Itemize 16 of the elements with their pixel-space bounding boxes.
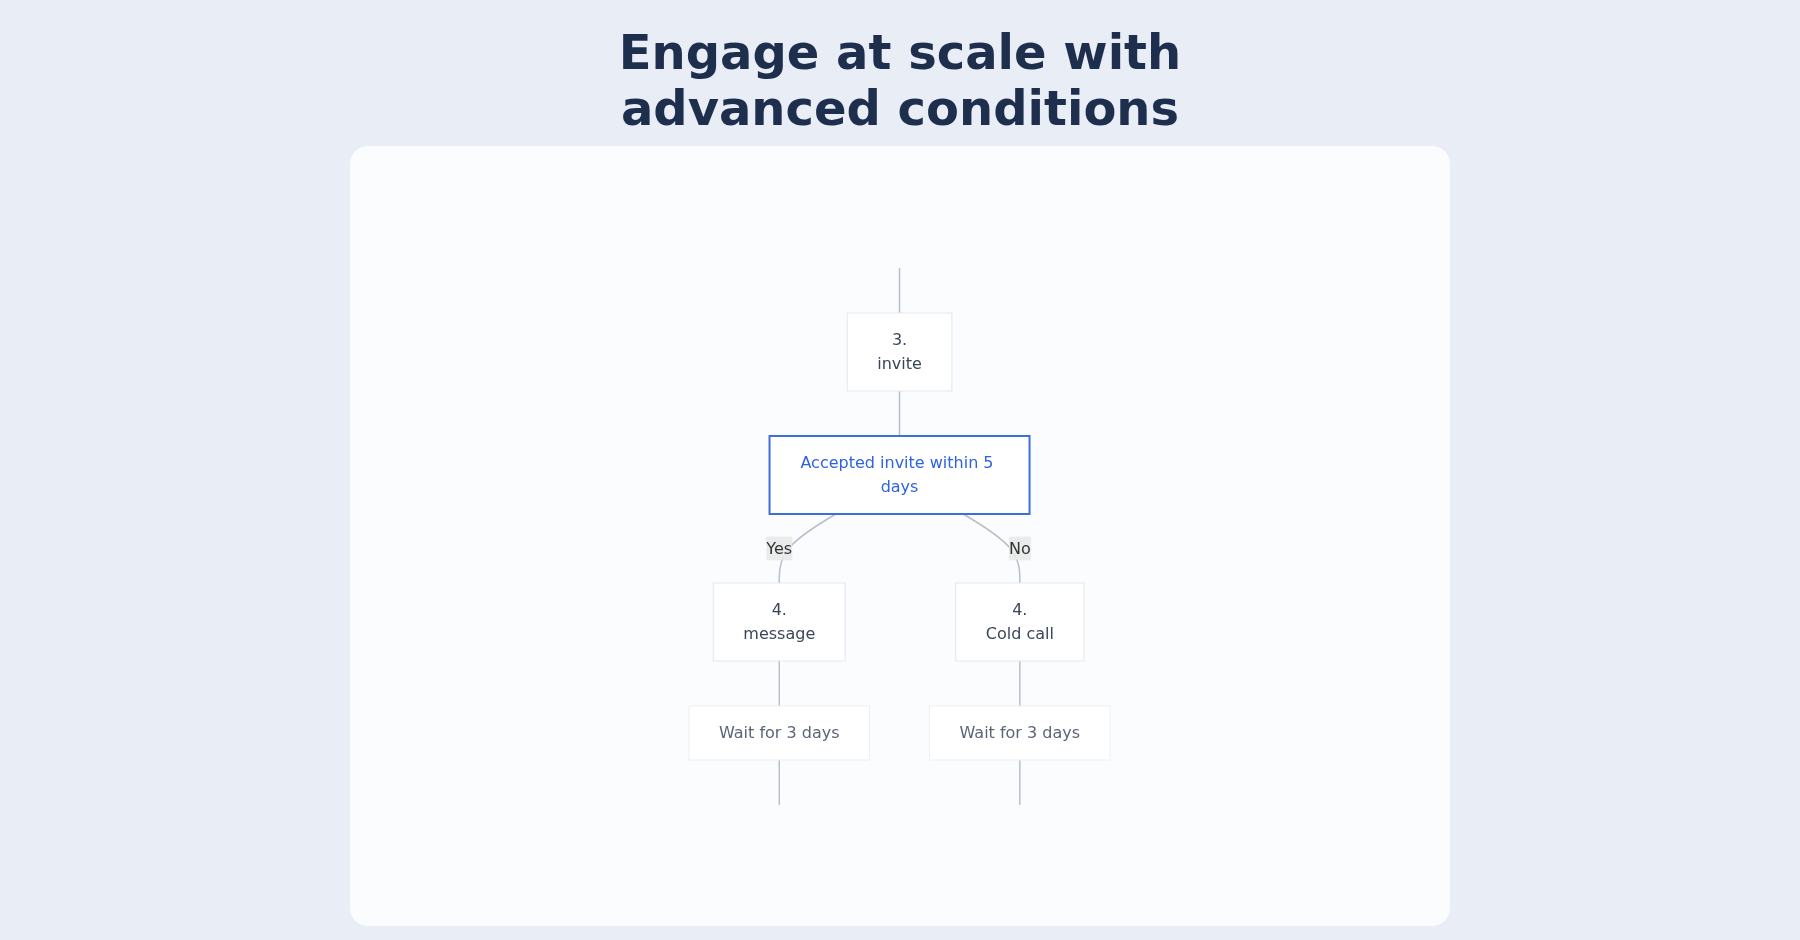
connector: [899, 266, 901, 314]
connector: [1019, 758, 1021, 806]
edge-label: Yes: [766, 538, 793, 557]
title: Engage at scale with advanced conditions: [617, 24, 1183, 136]
connector: [1019, 659, 1021, 707]
connector: [779, 758, 781, 806]
edge-label: No: [1009, 538, 1032, 557]
connector: [963, 512, 1021, 584]
node-box: Wait for 3 days: [929, 705, 1112, 760]
node-box: Wait for 3 days: [688, 705, 871, 760]
node-box: 4. message: [713, 582, 847, 661]
connector: [899, 389, 901, 437]
node-box: Accepted invite within 5 days: [769, 434, 1031, 515]
connector: [779, 659, 781, 707]
node-box: 3. invite: [847, 312, 953, 391]
node-box: 4. Cold call: [955, 582, 1085, 661]
